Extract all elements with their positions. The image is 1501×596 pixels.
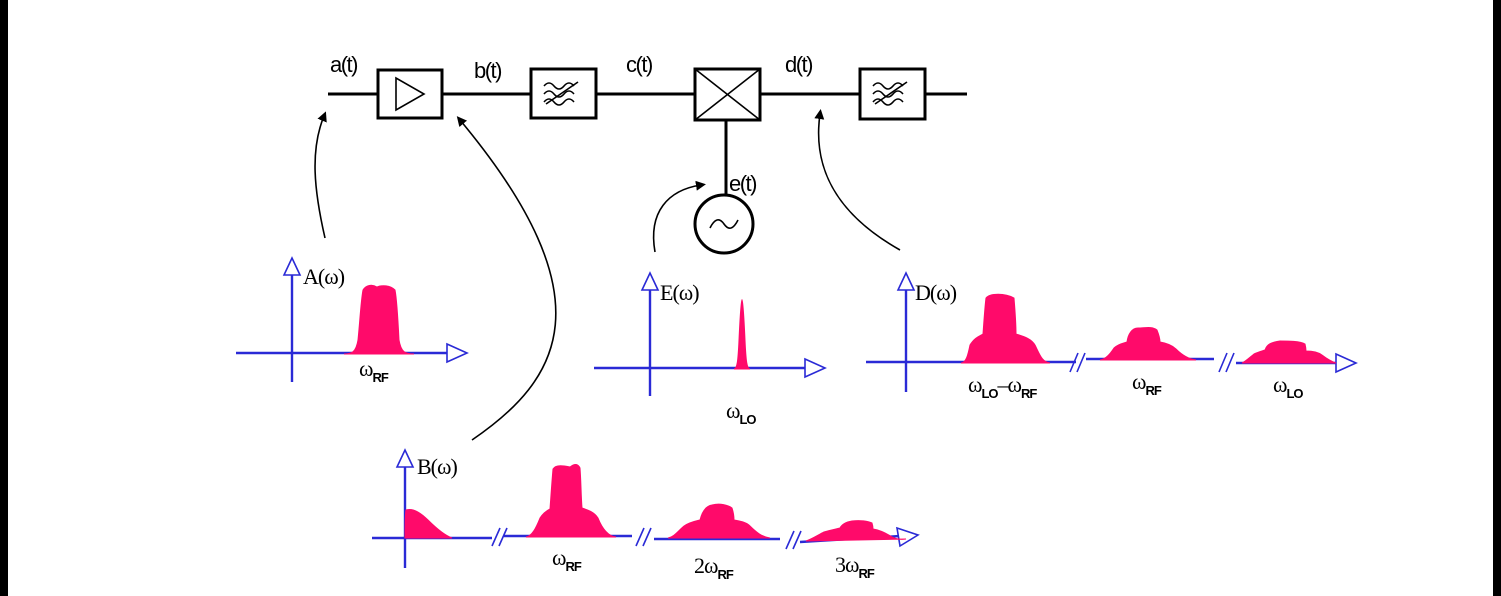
spectrum-D: D(ω) ωLO–ωRF ωRF ωLO: [866, 271, 1358, 401]
axis-break-2: [1218, 352, 1235, 373]
bandpass-filter-2: [858, 67, 927, 121]
spectrum-B-title: B(ω): [417, 454, 457, 479]
diagram-panel: [8, 0, 1493, 596]
spectrum-peak-3rf: [805, 520, 907, 542]
arrow-B-to-b: [456, 116, 557, 441]
spectrum-E-freq: ωLO: [726, 398, 756, 427]
x-axis-arrow-icon: [1335, 352, 1358, 374]
y-axis-arrow-icon: [896, 271, 916, 291]
spectrum-B-freq-3rf: 3ωRF: [835, 552, 875, 581]
mixer-block: [693, 67, 762, 122]
filter-wave-icon: [543, 81, 579, 106]
spectrum-peak-rf: [343, 284, 415, 355]
spectrum-E: E(ω) ωLO: [594, 271, 827, 427]
amplifier-block: [376, 68, 444, 120]
spectrum-peak-rf-leak: [1099, 327, 1197, 361]
spectrum-peak-lo: [733, 298, 751, 370]
spectrum-peak-if: [960, 293, 1051, 364]
signal-label-b: b(t): [474, 58, 501, 83]
y-axis-arrow-icon: [282, 256, 302, 276]
x-axis-arrow-icon: [804, 357, 827, 379]
signal-label-e: e(t): [729, 171, 756, 196]
spectrum-B-freq-2rf: 2ωRF: [694, 553, 734, 582]
spectrum-peak-lo-leak: [1241, 340, 1337, 364]
spectrum-A: A(ω) ωRF: [236, 256, 469, 385]
signal-chain: a(t) b(t) c(t) d(t) e(t): [328, 52, 967, 255]
spectrum-D-freq-rf: ωRF: [1132, 369, 1162, 398]
spectrum-D-freq-lo: ωLO: [1273, 372, 1303, 401]
spectrum-A-title: A(ω): [303, 264, 345, 289]
axis-break-1: [1069, 352, 1086, 373]
axis-break-3: [785, 530, 802, 550]
signal-label-d: d(t): [785, 52, 812, 77]
spectrum-D-title: D(ω): [915, 280, 957, 305]
spectrum-A-freq: ωRF: [359, 356, 389, 385]
axis-break-1: [491, 527, 508, 547]
signal-label-a: a(t): [330, 52, 357, 77]
arrow-D-to-d: [814, 109, 901, 251]
spectrum-B: B(ω) ωRF 2ωRF 3ωRF: [372, 448, 920, 582]
bandpass-filter-1: [529, 67, 598, 120]
filter-wave-icon: [872, 81, 908, 106]
y-axis-arrow-icon: [395, 448, 415, 468]
spectrum-D-freq-if: ωLO–ωRF: [968, 372, 1037, 401]
spectrum-peak-dc: [404, 509, 453, 539]
local-oscillator: [693, 193, 755, 255]
pointer-arrows: [314, 109, 901, 441]
amplifier-triangle-icon: [395, 76, 426, 112]
spectrum-peak-2rf: [667, 503, 771, 539]
spectrum-B-freq-rf: ωRF: [552, 545, 582, 574]
arrow-A-to-a: [314, 111, 327, 239]
spectrum-E-title: E(ω): [660, 280, 699, 305]
axis-break-2: [635, 527, 652, 547]
arrow-E-to-e: [652, 180, 706, 253]
y-axis-arrow-icon: [640, 271, 660, 291]
sine-wave-icon: [709, 219, 739, 229]
spectrum-peak-rf: [525, 464, 617, 538]
x-axis-arrow-icon: [446, 342, 469, 364]
signal-label-c: c(t): [626, 52, 652, 77]
x-axis-arrow-icon: [895, 526, 920, 548]
